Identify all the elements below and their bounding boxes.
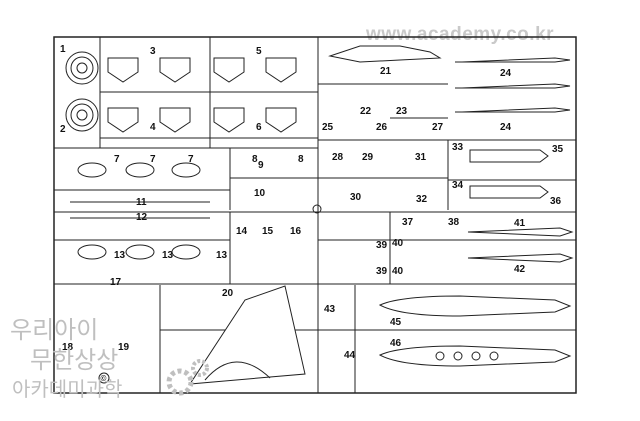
part-number-19: 19	[118, 342, 130, 353]
center-gate	[312, 204, 322, 214]
part-20-cutout	[204, 361, 271, 381]
part-number-39: 39	[376, 266, 388, 277]
part-number-39: 39	[376, 240, 388, 251]
gear-door-part	[107, 107, 139, 133]
gear-door-part	[265, 57, 297, 83]
part-number-18: 18	[62, 342, 74, 353]
watermark-url: www.academy.co.kr	[365, 24, 554, 45]
part-number-14: 14	[236, 226, 248, 237]
gear-door-parts	[107, 57, 297, 133]
part-number-2: 2	[60, 124, 66, 135]
part-number-8: 8	[298, 154, 304, 165]
gear-door-part	[159, 57, 191, 83]
part-number-8: 8	[252, 154, 258, 165]
part-number-40: 40	[392, 238, 404, 249]
part-21-outline	[328, 45, 442, 63]
part-number-30: 30	[350, 192, 362, 203]
part-number-33: 33	[452, 142, 464, 153]
part-number-45: 45	[390, 317, 402, 328]
part-number-42: 42	[514, 264, 526, 275]
part-number-11: 11	[136, 197, 147, 208]
part-number-7: 7	[150, 154, 156, 165]
part-number-35: 35	[552, 144, 564, 155]
part-number-4: 4	[150, 122, 156, 133]
part-number-1: 1	[60, 44, 66, 55]
part-number-7: 7	[188, 154, 194, 165]
gear-door-part	[107, 57, 139, 83]
part-number-6: 6	[256, 122, 262, 133]
part-number-16: 16	[290, 226, 302, 237]
part-number-41: 41	[514, 218, 526, 229]
part-number-21: 21	[380, 66, 392, 77]
part-number-7: 7	[114, 154, 120, 165]
part-number-12: 12	[136, 212, 148, 223]
part-number-32: 32	[416, 194, 428, 205]
sprue-runners	[54, 37, 576, 393]
part-number-13: 13	[216, 250, 228, 261]
part-20-panel	[189, 285, 306, 385]
part-number-44: 44	[344, 350, 356, 361]
gear-door-part	[213, 107, 245, 133]
part-number-26: 26	[376, 122, 388, 133]
part-number-23: 23	[396, 106, 408, 117]
part-number-28: 28	[332, 152, 344, 163]
copyright-badge	[98, 372, 110, 384]
missiles-24	[455, 57, 571, 113]
wheel-2	[65, 98, 99, 132]
gear-assembly-part	[77, 162, 107, 178]
gear-assembly-part	[77, 244, 107, 260]
part-number-13: 13	[114, 250, 126, 261]
part-number-43: 43	[324, 304, 336, 315]
gear-door-part	[159, 107, 191, 133]
gear-assembly-part	[125, 244, 155, 260]
part-number-27: 27	[432, 122, 444, 133]
tank-46-portholes	[435, 351, 499, 361]
gear-door-part	[265, 107, 297, 133]
part-number-13: 13	[162, 250, 174, 261]
part-number-24: 24	[500, 68, 512, 79]
pods-33-34	[469, 149, 549, 199]
part-number-25: 25	[322, 122, 334, 133]
part-number-46: 46	[390, 338, 402, 349]
part-number-37: 37	[402, 217, 414, 228]
gear-assembly-part	[171, 162, 201, 178]
part-number-34: 34	[452, 180, 464, 191]
part-number-17: 17	[110, 277, 122, 288]
watermark-gear-icon	[166, 359, 209, 396]
wheel-1	[65, 51, 99, 85]
part-number-15: 15	[262, 226, 274, 237]
watermark-korean-line1: 우리아이	[10, 316, 98, 344]
watermark-korean-line2: 무한상상	[30, 346, 118, 374]
part-number-9: 9	[258, 160, 264, 171]
gear-door-part	[213, 57, 245, 83]
part-number-22: 22	[360, 106, 372, 117]
part-number-10: 10	[254, 188, 266, 199]
part-number-29: 29	[362, 152, 374, 163]
tank-45	[378, 295, 572, 317]
part-number-31: 31	[415, 152, 427, 163]
part-number-3: 3	[150, 46, 156, 57]
part-number-20: 20	[222, 288, 234, 299]
part-number-5: 5	[256, 46, 262, 57]
sprue-frame	[53, 36, 577, 394]
part-number-24: 24	[500, 122, 512, 133]
gear-assemblies	[77, 162, 201, 260]
copyright-symbol: ©	[101, 374, 107, 383]
part-number-38: 38	[448, 217, 460, 228]
missiles-41-42	[467, 227, 574, 263]
part-number-40: 40	[392, 266, 404, 277]
part-number-36: 36	[550, 196, 562, 207]
watermark-korean-line3: 아카데미과학	[12, 377, 122, 401]
gear-assembly-part	[171, 244, 201, 260]
gear-assembly-part	[125, 162, 155, 178]
